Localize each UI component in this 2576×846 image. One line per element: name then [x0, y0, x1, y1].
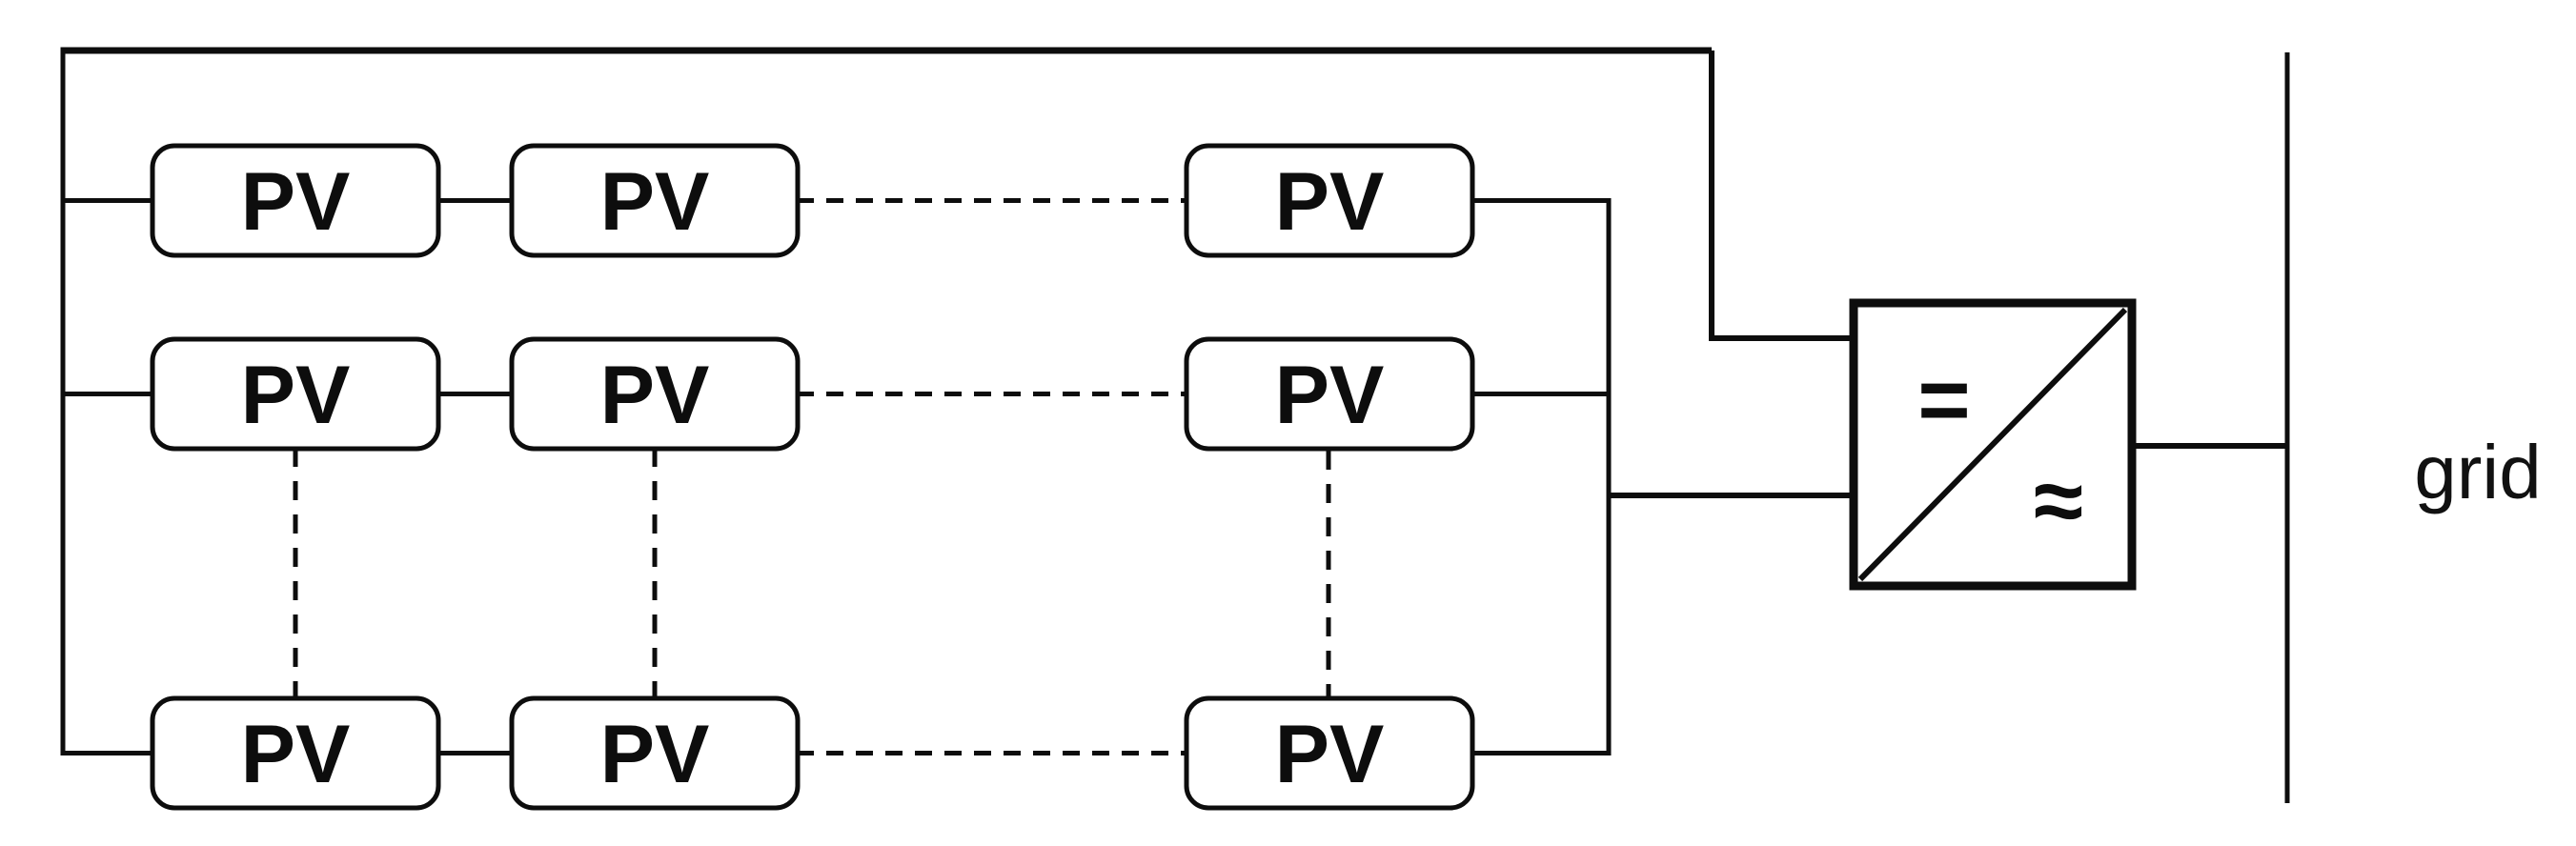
pv-module-box — [1184, 695, 1475, 811]
pv-module-label: PV — [1275, 156, 1385, 248]
pv-module: PV — [509, 143, 801, 258]
pv-module-label: PV — [600, 350, 710, 441]
pv-module: PV — [1184, 336, 1475, 452]
pv-module-label: PV — [1275, 350, 1385, 441]
top-bus-drop-line — [1709, 50, 1854, 341]
inverter-diagonal — [1857, 307, 2128, 582]
pv-module-label: PV — [241, 709, 351, 800]
pv-module: PV — [150, 143, 441, 258]
pv-module-label: PV — [1275, 709, 1385, 800]
pv-module-label: PV — [600, 709, 710, 800]
ac-symbol: ≈ — [2034, 451, 2083, 552]
pv-module-array: PV PV PV PV PV PV — [150, 143, 1475, 811]
pv-module-label: PV — [241, 350, 351, 441]
pv-module: PV — [150, 336, 441, 452]
grid-label: grid — [2414, 430, 2541, 514]
pv-module-box — [509, 143, 801, 258]
pv-module-box — [509, 336, 801, 452]
pv-module: PV — [1184, 695, 1475, 811]
pv-module-box — [1184, 336, 1475, 452]
pv-module-box — [509, 695, 801, 811]
pv-module-box — [150, 143, 441, 258]
inverter: = ≈ — [1849, 298, 2137, 591]
wiring — [60, 47, 2290, 803]
pv-module-label: PV — [600, 156, 710, 248]
pv-module: PV — [509, 336, 801, 452]
pv-module: PV — [1184, 143, 1475, 258]
pv-module-box — [150, 336, 441, 452]
pv-module-label: PV — [241, 156, 351, 248]
pv-module-box — [150, 695, 441, 811]
pv-module-box — [1184, 143, 1475, 258]
pv-module: PV — [509, 695, 801, 811]
dc-symbol: = — [1917, 350, 1970, 451]
pv-module: PV — [150, 695, 441, 811]
